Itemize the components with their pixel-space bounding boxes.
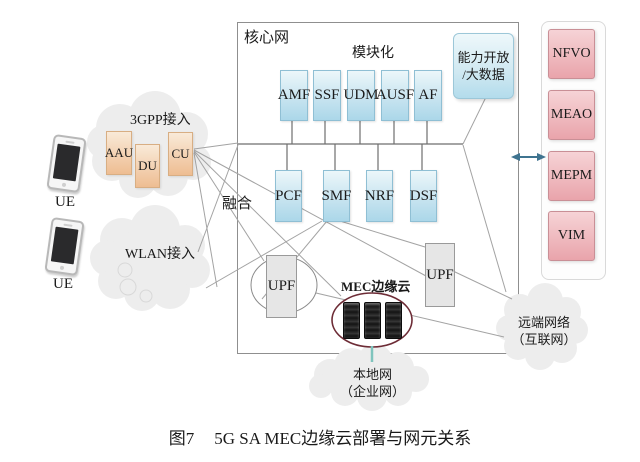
server-icon: [364, 302, 381, 339]
wlan-access-cloud: [90, 205, 210, 311]
nf-box-ausf: AUSF: [376, 70, 414, 121]
figure-number: 图7: [168, 429, 195, 448]
core-bus-lines: [238, 119, 463, 170]
local-network-line1: 本地网: [352, 367, 392, 382]
remote-network-line2: （互联网）: [511, 332, 577, 347]
phone-home-button: [59, 265, 64, 271]
upf-box-2: UPF: [425, 243, 455, 307]
3gpp-access-label: 3GPP接入: [130, 113, 191, 128]
mano-box-vim: VIM: [548, 211, 595, 261]
ran-box-aau: AAU: [105, 131, 133, 175]
local-network-label: 本地网 （企业网）: [315, 366, 430, 400]
modularity-label: 模块化: [352, 46, 394, 61]
phone-speaker: [64, 140, 75, 144]
mano-box-mepm: MEPM: [548, 151, 595, 201]
figure-caption: 图7 5G SA MEC边缘云部署与网元关系: [0, 424, 640, 449]
capability-exposure-box: 能力开放 /大数据: [453, 33, 514, 99]
remote-network-line1: 远端网络: [517, 315, 570, 330]
phone-home-button: [61, 182, 66, 188]
local-network-line2: （企业网）: [339, 384, 405, 399]
server-icon: [343, 302, 360, 339]
wlan-access-label: WLAN接入: [125, 247, 195, 262]
nf-box-nrf: NRF: [365, 170, 394, 222]
phone-speaker: [62, 223, 73, 227]
ran-box-du: DU: [135, 144, 160, 188]
fusion-label: 融合: [222, 196, 253, 212]
bidirectional-arrow-icon: [511, 153, 546, 161]
remote-network-label: 远端网络 （互联网）: [499, 314, 589, 348]
local-network-cloud: [309, 344, 429, 411]
nf-box-dsf: DSF: [410, 170, 437, 222]
nf-box-pcf: PCF: [275, 170, 302, 222]
nf-box-ssf: SSF: [313, 70, 341, 121]
ue-label-2: UE: [53, 276, 73, 292]
nf-box-udm: UDM: [344, 70, 379, 121]
server-icon: [385, 302, 402, 339]
phone-screen: [52, 143, 81, 182]
nf-box-smf: SMF: [321, 170, 352, 222]
mano-box-meao: MEAO: [548, 90, 595, 140]
core-network-title: 核心网: [244, 30, 290, 46]
ue-label-1: UE: [55, 194, 75, 210]
mano-box-nfvo: NFVO: [548, 29, 595, 79]
remote-network-cloud: [496, 283, 588, 370]
capability-line1: 能力开放: [457, 50, 510, 65]
mec-edge-cloud-label: MEC边缘云: [341, 279, 411, 294]
phone-screen: [50, 226, 79, 265]
upf-box-1: UPF: [266, 255, 297, 318]
figure-title: 5G SA MEC边缘云部署与网元关系: [214, 429, 472, 448]
nf-box-af: AF: [414, 70, 442, 121]
nf-box-amf: AMF: [278, 70, 310, 121]
ran-box-cu: CU: [168, 132, 193, 176]
capability-line2: /大数据: [462, 67, 505, 82]
